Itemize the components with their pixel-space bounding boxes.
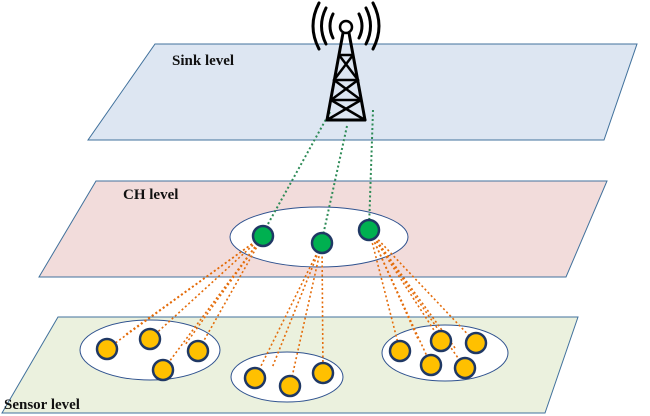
sensor-node	[388, 339, 412, 363]
sensor-node	[186, 339, 210, 363]
sensor-node	[138, 327, 162, 351]
ch-node-3	[357, 218, 381, 242]
sensor-node	[419, 353, 443, 377]
sensor-node	[429, 329, 453, 353]
sensor-node	[311, 361, 335, 385]
sensor-node	[95, 337, 119, 361]
sensor-node	[278, 374, 302, 398]
sensor-level-label: Sensor level	[4, 397, 80, 413]
ch-node-2	[310, 231, 334, 255]
sensor-node	[243, 366, 267, 390]
sensor-node	[151, 358, 175, 382]
sensor-node	[464, 331, 488, 355]
cell-tower-icon	[311, 1, 381, 122]
sensor-nodes	[95, 327, 488, 398]
sink-link-2	[321, 125, 348, 241]
ch-node-1	[251, 224, 275, 248]
sink-link-3	[368, 109, 374, 229]
ch-level-label: CH level	[123, 187, 178, 203]
sink-link-1	[262, 111, 331, 234]
sink-level-label: Sink level	[172, 53, 234, 69]
ch-nodes	[251, 218, 381, 255]
sink-ch-links	[262, 109, 374, 241]
sensor-node	[453, 356, 477, 380]
sink-level-plane	[87, 43, 638, 141]
